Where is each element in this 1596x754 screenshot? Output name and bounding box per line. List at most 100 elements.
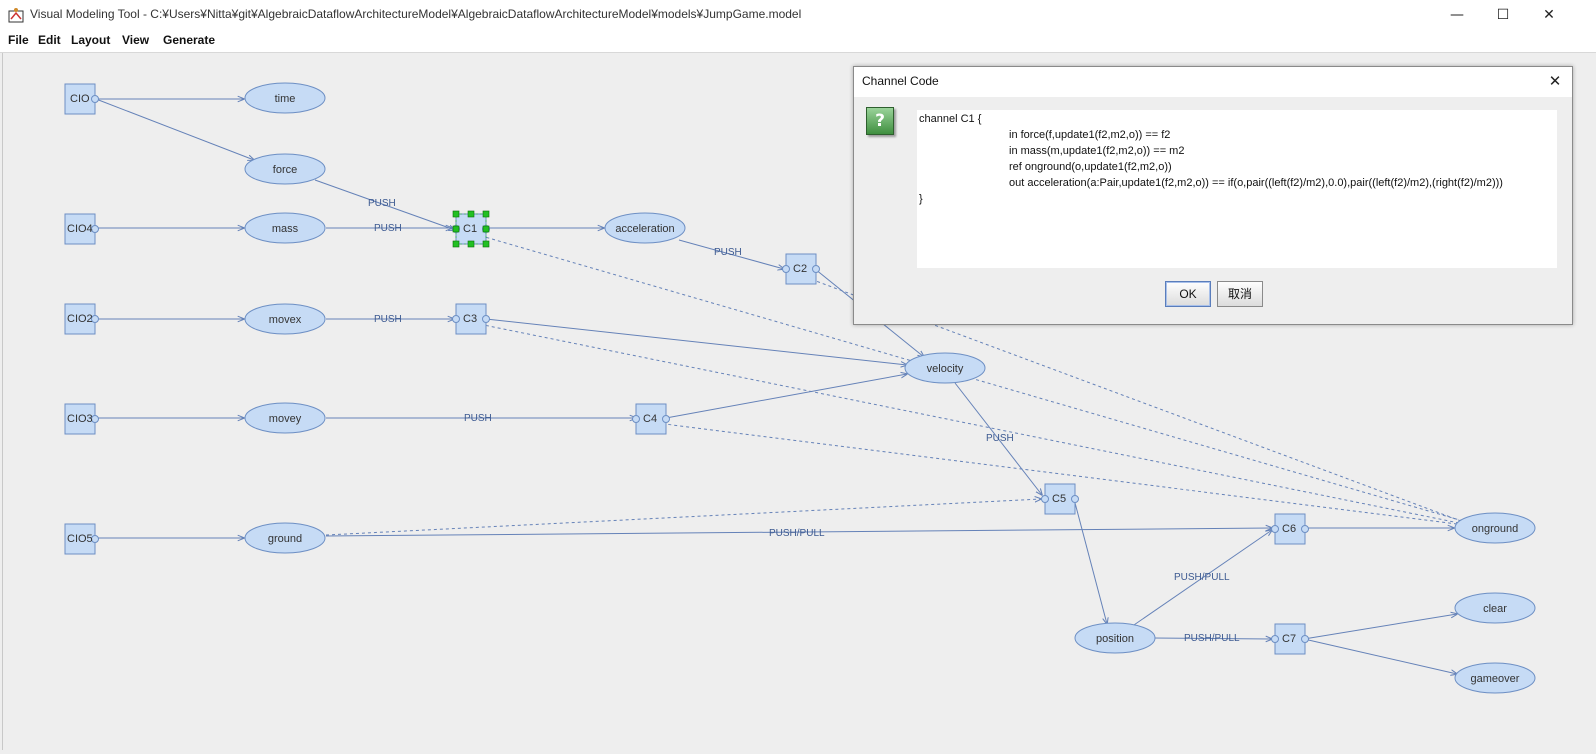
- svg-text:movey: movey: [269, 413, 302, 425]
- menu-generate[interactable]: Generate: [163, 33, 216, 47]
- edge-position-c6[interactable]: [1130, 530, 1272, 628]
- edge-label-push: PUSH: [368, 198, 396, 209]
- resource-node-force[interactable]: force: [244, 153, 326, 185]
- svg-text:force: force: [273, 164, 297, 176]
- channel-node-c3[interactable]: C3: [452, 303, 490, 335]
- channel-node-c5[interactable]: C5: [1041, 483, 1079, 515]
- code-line: in mass(m,update1(f2,m2,o)) == m2: [1009, 145, 1185, 157]
- edge-c5-position[interactable]: [1073, 498, 1107, 624]
- edge-velocity-c5[interactable]: [954, 382, 1042, 495]
- minimize-button[interactable]: —: [1450, 7, 1464, 23]
- svg-text:onground: onground: [1472, 523, 1519, 535]
- menu-file[interactable]: File: [8, 33, 29, 47]
- svg-text:acceleration: acceleration: [615, 223, 674, 235]
- channel-node-c6[interactable]: C6: [1271, 513, 1309, 545]
- resource-node-onground[interactable]: onground: [1454, 512, 1536, 544]
- code-text-area[interactable]: channel C1 { in force(f,update1(f2,m2,o)…: [917, 110, 1557, 268]
- menu-layout[interactable]: Layout: [71, 33, 111, 47]
- edge-force-c1[interactable]: [314, 179, 455, 230]
- code-line: ref onground(o,update1(f2,m2,o)): [1009, 161, 1172, 173]
- edge-label-push-pull: PUSH/PULL: [769, 528, 825, 539]
- channel-code-dialog: Channel Code ✕ ? channel C1 { in force(f…: [853, 66, 1573, 325]
- svg-text:movex: movex: [269, 314, 302, 326]
- edge-ground-c6[interactable]: [325, 528, 1272, 537]
- dialog-titlebar[interactable]: Channel Code ✕: [854, 67, 1572, 97]
- edge-c7-gameover[interactable]: [1303, 638, 1457, 674]
- svg-text:mass: mass: [272, 223, 299, 235]
- svg-text:CIO2: CIO2: [67, 313, 93, 325]
- edge-label-push-pull: PUSH/PULL: [1174, 572, 1230, 583]
- svg-text:C1: C1: [463, 223, 477, 235]
- resource-node-movey[interactable]: movey: [244, 402, 326, 434]
- svg-text:position: position: [1096, 633, 1134, 645]
- close-window-button[interactable]: ✕: [1543, 7, 1555, 23]
- svg-text:CIO5: CIO5: [67, 533, 93, 545]
- svg-text:CIO4: CIO4: [67, 223, 93, 235]
- window-titlebar: Visual Modeling Tool - C:¥Users¥Nitta¥gi…: [0, 0, 1596, 30]
- resource-node-ground[interactable]: ground: [244, 522, 326, 554]
- svg-text:C4: C4: [643, 413, 657, 425]
- menu-edit[interactable]: Edit: [38, 33, 61, 47]
- svg-text:gameover: gameover: [1471, 673, 1520, 685]
- dataflow-graph[interactable]: PUSH PUSH PUSH PUSH PUSH PUSH PUSH/PULL …: [3, 53, 1595, 750]
- cancel-button[interactable]: 取消: [1217, 281, 1263, 307]
- svg-text:C3: C3: [463, 313, 477, 325]
- svg-text:C7: C7: [1282, 633, 1296, 645]
- maximize-button[interactable]: ☐: [1496, 7, 1510, 23]
- edge-position-c7[interactable]: [1152, 638, 1272, 639]
- edge-label-push-pull: PUSH/PULL: [1184, 633, 1240, 644]
- resource-node-time[interactable]: time: [244, 82, 326, 114]
- window-title: Visual Modeling Tool - C:¥Users¥Nitta¥gi…: [30, 7, 802, 21]
- edge-c4-velocity[interactable]: [665, 374, 907, 419]
- code-line: channel C1 {: [919, 113, 982, 125]
- question-icon: ?: [866, 107, 894, 135]
- io-node-cio5[interactable]: CIO5: [64, 523, 99, 555]
- svg-text:CIO3: CIO3: [67, 413, 93, 425]
- svg-text:ground: ground: [268, 533, 302, 545]
- resource-node-acceleration[interactable]: acceleration: [604, 212, 686, 244]
- resource-node-velocity[interactable]: velocity: [904, 352, 986, 384]
- ref-edge-onground-c4[interactable]: [641, 421, 1458, 525]
- edge-label-push: PUSH: [464, 413, 492, 424]
- edge-c3-velocity[interactable]: [485, 318, 907, 365]
- close-icon[interactable]: ✕: [1548, 72, 1562, 90]
- ok-button[interactable]: OK: [1165, 281, 1211, 307]
- resource-node-position[interactable]: position: [1074, 622, 1156, 654]
- svg-text:C2: C2: [793, 263, 807, 275]
- io-node-cio4[interactable]: CIO4: [64, 213, 99, 245]
- edge-label-push: PUSH: [374, 223, 402, 234]
- edge-c7-clear[interactable]: [1303, 614, 1457, 640]
- channel-node-c4[interactable]: C4: [632, 403, 670, 435]
- svg-text:velocity: velocity: [927, 363, 964, 375]
- edge-label-push: PUSH: [986, 433, 1014, 444]
- io-node-cio3[interactable]: CIO3: [64, 403, 99, 435]
- code-line: out acceleration(a:Pair,update1(f2,m2,o)…: [1009, 177, 1503, 189]
- code-line: }: [919, 193, 923, 205]
- ref-edge-onground-c3[interactable]: [464, 321, 1460, 524]
- edge-label-push: PUSH: [374, 314, 402, 325]
- resource-node-mass[interactable]: mass: [244, 212, 326, 244]
- svg-text:CIO: CIO: [70, 93, 90, 105]
- channel-node-c1[interactable]: C1: [452, 213, 490, 245]
- svg-text:time: time: [275, 93, 296, 105]
- io-node-cio2[interactable]: CIO2: [64, 303, 99, 335]
- menu-bar: File Edit Layout View Generate: [0, 30, 1596, 53]
- code-line: in force(f,update1(f2,m2,o)) == f2: [1009, 129, 1171, 141]
- resource-node-movex[interactable]: movex: [244, 303, 326, 335]
- edge-cio-force[interactable]: [95, 98, 254, 160]
- io-node-cio[interactable]: CIO: [64, 83, 99, 115]
- channel-node-c2[interactable]: C2: [782, 253, 820, 285]
- resource-node-clear[interactable]: clear: [1454, 592, 1536, 624]
- app-icon: [8, 8, 24, 23]
- svg-text:C5: C5: [1052, 493, 1066, 505]
- svg-text:C6: C6: [1282, 523, 1296, 535]
- svg-text:clear: clear: [1483, 603, 1507, 615]
- ref-edge-ground-c5[interactable]: [325, 499, 1041, 536]
- edge-label-push: PUSH: [714, 247, 742, 258]
- selection-handles[interactable]: [452, 210, 490, 248]
- channel-node-c7[interactable]: C7: [1271, 623, 1309, 655]
- edge-acceleration-c2[interactable]: [678, 239, 784, 269]
- resource-node-gameover[interactable]: gameover: [1454, 662, 1536, 694]
- menu-view[interactable]: View: [122, 33, 150, 47]
- dialog-title: Channel Code: [862, 74, 939, 88]
